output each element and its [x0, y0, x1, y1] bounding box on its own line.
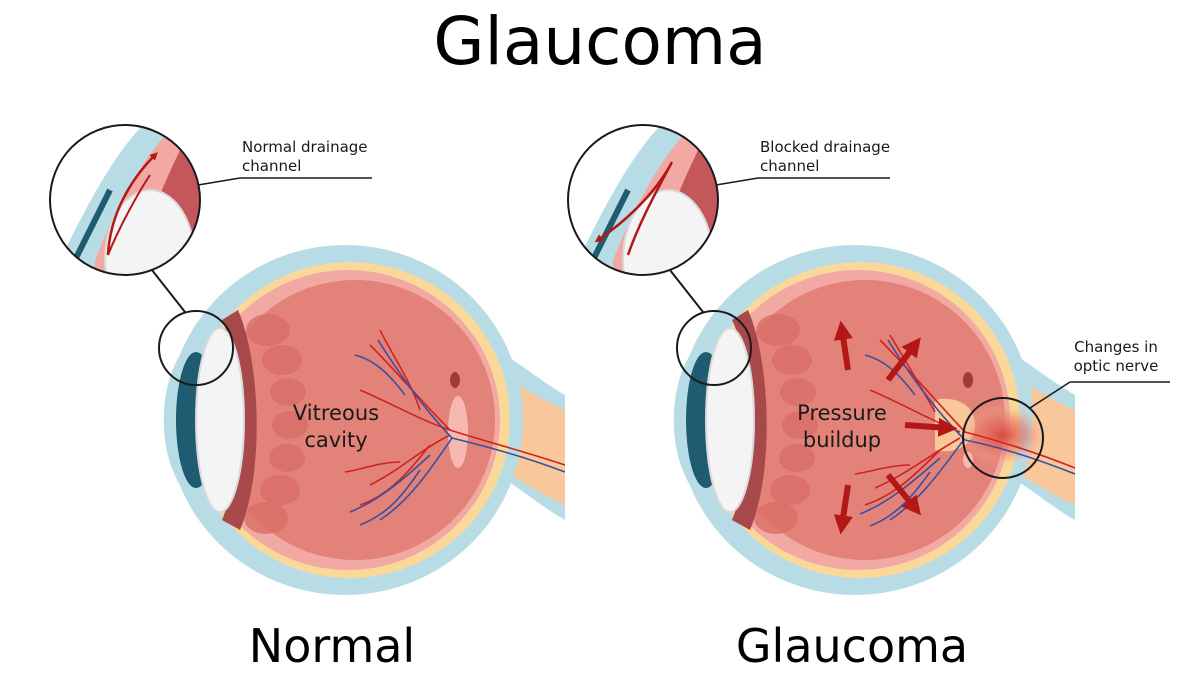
pressure-arrow-up — [833, 320, 853, 371]
blocked-drainage-zoom — [567, 124, 719, 276]
lens — [705, 327, 755, 513]
drainage-area-marker — [158, 310, 234, 386]
pressure-arrow-right — [904, 417, 958, 437]
normal-drainage-label: Normal drainage channel — [242, 138, 368, 175]
blocked-drainage-label: Blocked drainage channel — [760, 138, 891, 175]
pressure-arrow-up-right — [885, 337, 921, 382]
ciliary-body — [244, 314, 308, 534]
ciliary-body — [754, 314, 818, 534]
optic-nerve-change-label: Changes in optic nerve — [1073, 338, 1159, 375]
blocked-flow-arrow — [594, 161, 674, 256]
optic-nerve-damage — [958, 403, 1048, 467]
cornea — [673, 330, 725, 510]
normal-drainage-zoom — [49, 124, 201, 276]
glaucoma-caption: Glaucoma — [735, 619, 969, 673]
pressure-arrows — [833, 320, 958, 535]
pressure-arrow-down-right — [885, 473, 922, 516]
glaucoma-eye — [567, 124, 1170, 595]
normal-eye — [49, 124, 566, 595]
drainage-area-marker — [676, 310, 752, 386]
normal-flow-arrow — [106, 152, 158, 256]
normal-caption: Normal — [248, 619, 416, 673]
pressure-arrow-down — [833, 484, 853, 535]
lens — [195, 327, 245, 513]
vitreous-cavity-label: Vitreous cavity — [292, 401, 380, 452]
pressure-buildup-label: Pressure buildup — [797, 401, 887, 452]
retinal-veins — [349, 339, 566, 526]
page-title: Glaucoma — [433, 3, 767, 80]
optic-nerve-marker — [962, 397, 1044, 479]
cornea — [163, 330, 215, 510]
